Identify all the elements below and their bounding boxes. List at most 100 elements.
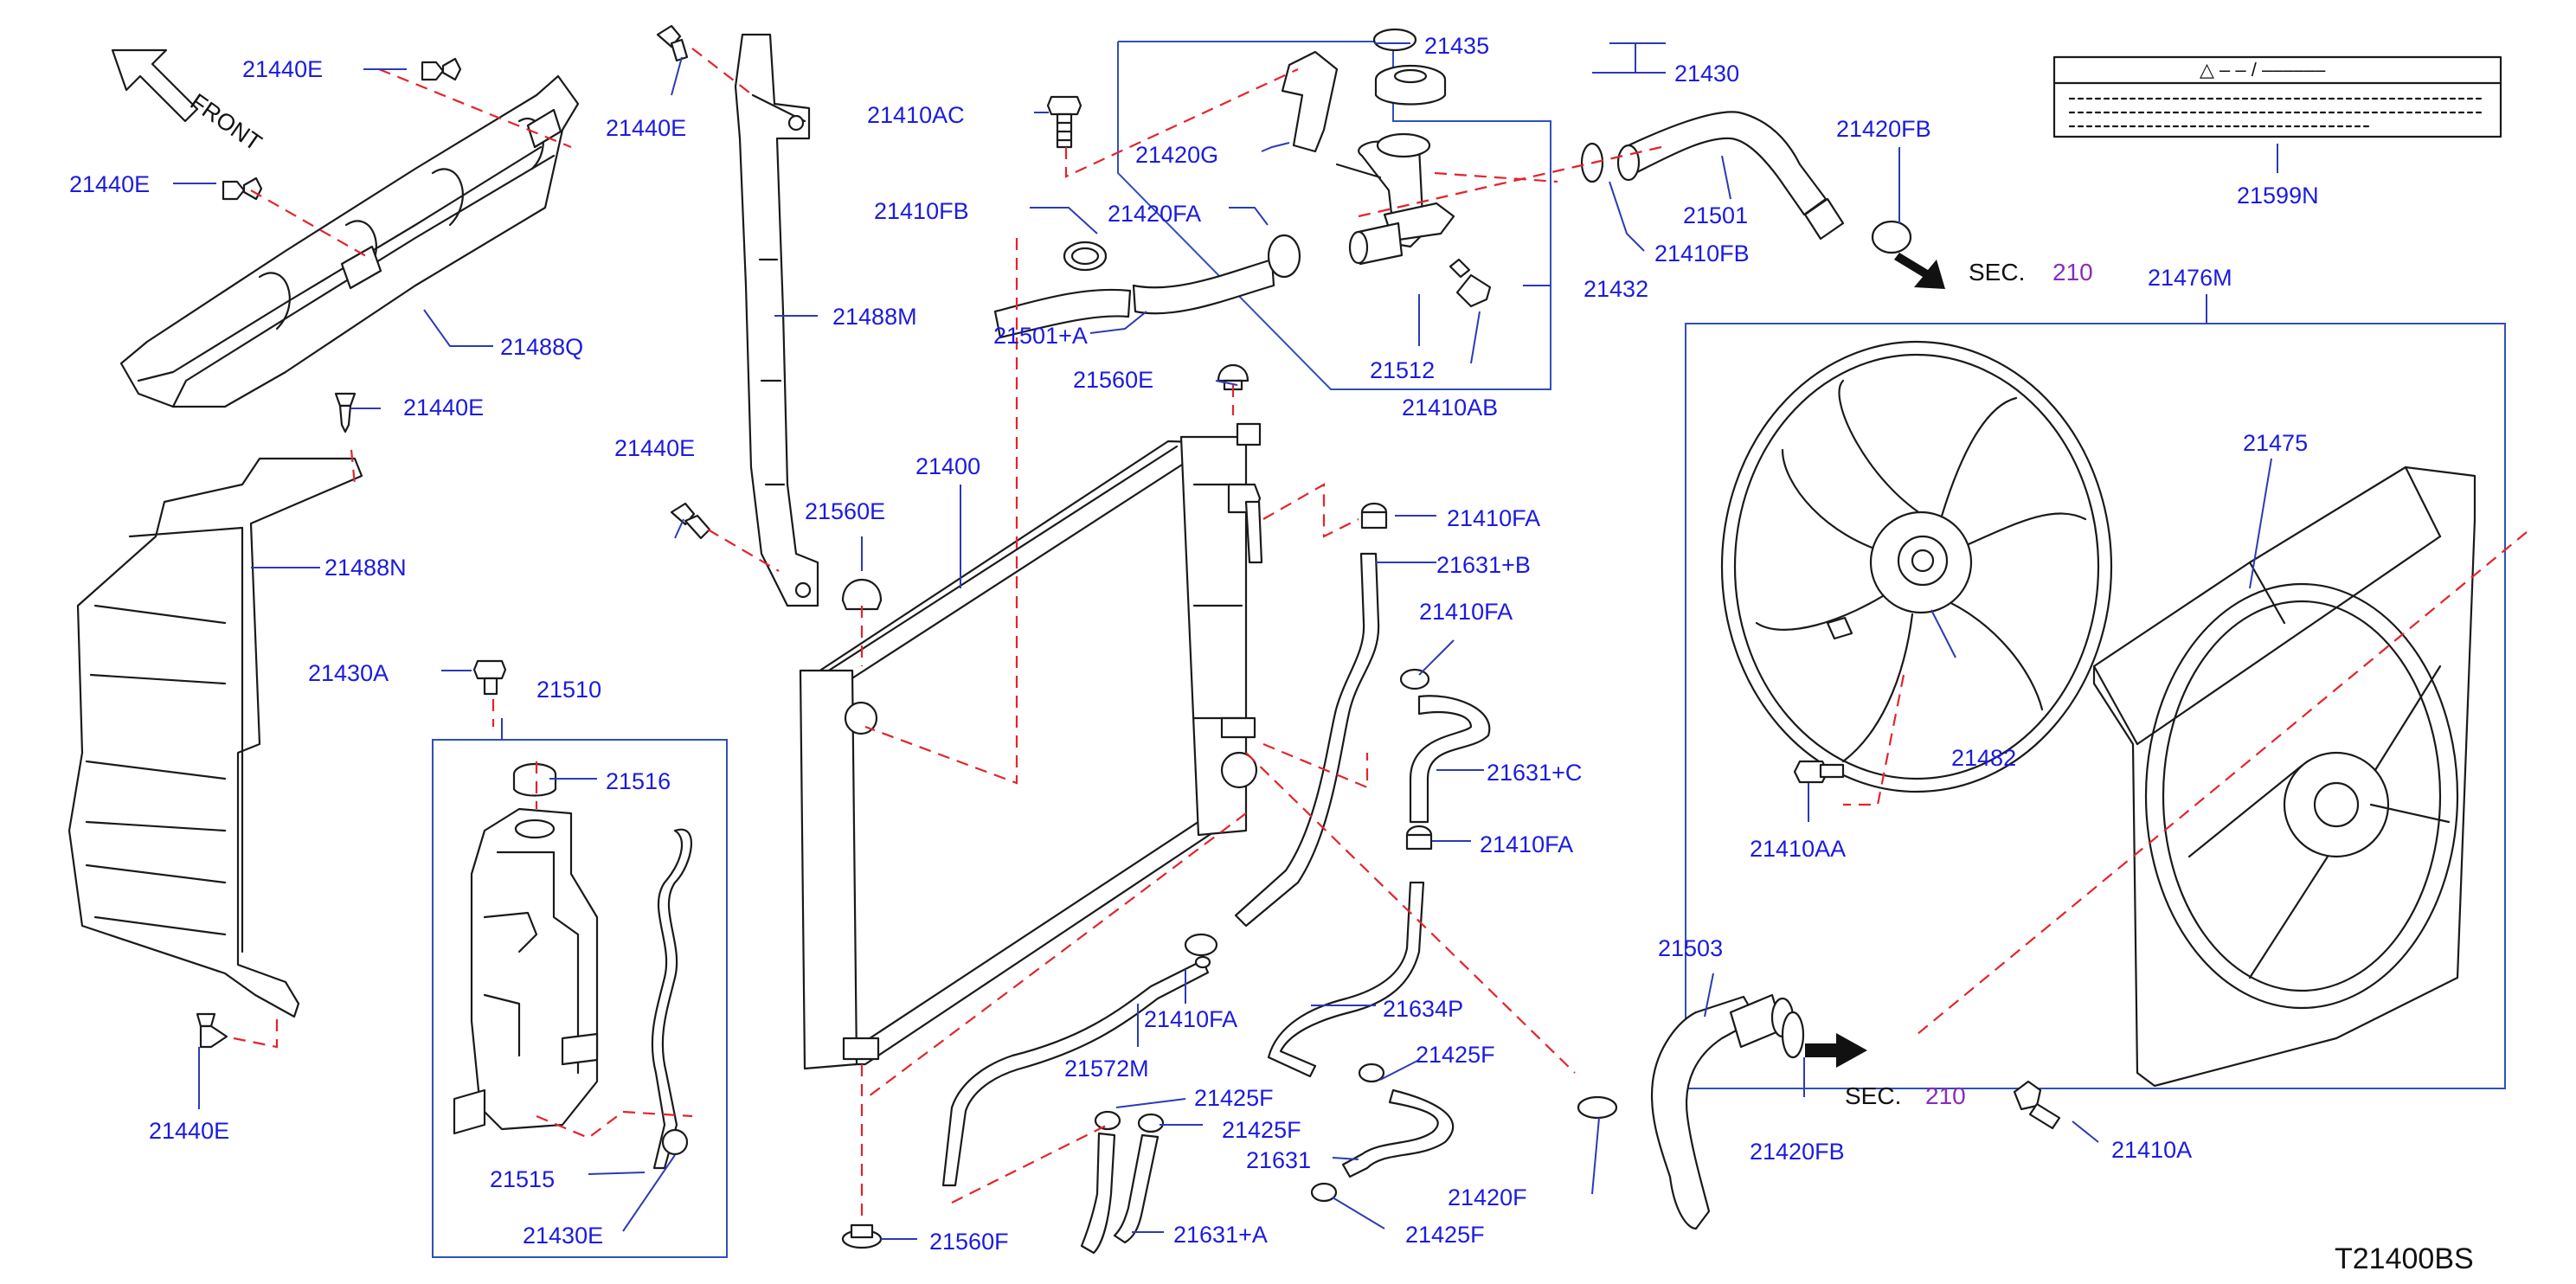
hose-21631b: [1234, 552, 1380, 928]
reservoir-hose-21515: [651, 828, 693, 1170]
label-21572m: 21572M: [1064, 1056, 1149, 1082]
label-21430e: 21430E: [523, 1223, 603, 1249]
sec-210-arrow-upper: [1894, 253, 1945, 289]
diagram-code: T21400BS: [2335, 1242, 2474, 1275]
label-21410fa-4: 21410FA: [1144, 1006, 1237, 1032]
label-21501a: 21501+A: [993, 323, 1088, 349]
hose-21503: [1651, 993, 1795, 1230]
bolt-21410aa: [1793, 760, 1845, 784]
label-21410fb-right: 21410FB: [1654, 241, 1750, 266]
label-21400: 21400: [915, 453, 980, 479]
label-21599n: 21599N: [2237, 183, 2319, 209]
label-21560e: 21560E: [805, 498, 885, 524]
reservoir-cap-21516: [512, 762, 557, 797]
pipe-21634p: [1267, 881, 1425, 1078]
label-21488m: 21488M: [832, 304, 917, 330]
label-21475: 21475: [2243, 430, 2308, 456]
box-21476M-group: [1685, 323, 2506, 1089]
sec-210-arrow-lower: [1805, 1033, 1867, 1068]
label-21420fb-lower: 21420FB: [1750, 1139, 1845, 1165]
label-21440e-right: 21440E: [614, 435, 695, 461]
label-21420f: 21420F: [1448, 1184, 1527, 1210]
label-21488q: 21488Q: [500, 334, 583, 360]
label-21631a: 21631+A: [1173, 1222, 1268, 1248]
bolt-21410ab: [1449, 258, 1492, 308]
label-21410ab: 21410AB: [1402, 395, 1498, 421]
pipe-21572m: [941, 955, 1211, 1187]
label-21430: 21430: [1674, 61, 1739, 87]
hose-21631: [1341, 1088, 1455, 1178]
clamp-21420fa-left: [1063, 241, 1108, 272]
label-21440e-left: 21440E: [69, 171, 150, 197]
side-air-guide-drawing: [67, 457, 363, 1018]
clamp-21410fa-1: [1360, 502, 1388, 530]
label-21631: 21631: [1246, 1147, 1311, 1173]
label-21410fa-2: 21410FA: [1419, 599, 1513, 625]
label-21482: 21482: [1951, 745, 2016, 771]
gasket-21435: [1372, 28, 1417, 52]
warning-label-text: △ ‒ ‒ / ‒‒‒‒‒‒: [2200, 59, 2326, 80]
clip-21440e-3: [334, 392, 357, 433]
fan-shroud-21475-drawing: [2092, 465, 2476, 1088]
front-label: FRONT: [186, 88, 267, 156]
label-21430a: 21430A: [308, 660, 389, 686]
clip-21440e-5: [670, 502, 711, 540]
clip-21440e-4: [656, 24, 689, 62]
bolt-21430a: [472, 659, 507, 696]
hose-21631c: [1409, 695, 1491, 824]
label-21515: 21515: [490, 1166, 555, 1192]
bracket-21420g: [1281, 50, 1339, 153]
label-21631b: 21631+B: [1436, 552, 1531, 578]
part-labels: 21440E 21440E 21440E 21440E 21440E 21440…: [69, 33, 2474, 1275]
label-21560f: 21560F: [929, 1229, 1009, 1255]
clip-21440e-1: [421, 57, 462, 81]
sec-label-upper: SEC.: [1969, 259, 2025, 286]
clip-21440e-6: [196, 1012, 228, 1049]
label-21440e-bottom: 21440E: [149, 1118, 229, 1144]
hose-21501a: [993, 258, 1275, 339]
filler-neck-drawing: [1335, 132, 1455, 266]
upper-air-guide-drawing: [119, 74, 580, 408]
label-21560e-top: 21560E: [1073, 367, 1153, 393]
vertical-air-guide-drawing: [734, 33, 819, 607]
label-21425f-4: 21425F: [1405, 1222, 1485, 1248]
bolt-21410ac: [1046, 95, 1082, 149]
clip-21440e-2: [222, 177, 263, 201]
label-21432: 21432: [1584, 276, 1648, 302]
label-21516: 21516: [606, 768, 671, 794]
drain-cap-21560e: [841, 579, 883, 611]
label-21631c: 21631+C: [1487, 760, 1582, 786]
label-21410aa: 21410AA: [1750, 836, 1846, 862]
label-21435: 21435: [1424, 33, 1489, 59]
sec-number-upper: 210: [2052, 259, 2093, 286]
warning-label-21599n: [2052, 55, 2502, 138]
clamp-21420fb-upper: [1871, 220, 1912, 254]
drain-cap-21560f: [841, 1223, 883, 1249]
bolt-21410a: [2013, 1080, 2061, 1130]
clamp-21410fa-2: [1399, 668, 1430, 690]
clamp-21410fa-3: [1405, 825, 1433, 851]
label-21410ac: 21410AC: [867, 102, 965, 128]
label-21410a: 21410A: [2111, 1137, 2192, 1163]
label-21410fb-left: 21410FB: [874, 198, 969, 224]
label-21440e-upper: 21440E: [606, 115, 686, 141]
label-21440e-top: 21440E: [242, 56, 323, 82]
label-21440e-mid: 21440E: [403, 395, 484, 421]
sec-number-lower: 210: [1925, 1082, 1966, 1109]
leader-lines: [173, 42, 2278, 1240]
label-21510: 21510: [536, 677, 601, 703]
label-21410fa-1: 21410FA: [1447, 505, 1540, 531]
box-21510-group: [432, 739, 728, 1258]
label-21501: 21501: [1683, 202, 1748, 228]
clamp-21420f: [1577, 1095, 1618, 1120]
sec-label-lower: SEC.: [1845, 1082, 1901, 1109]
clamp-21420fb-lower: [1781, 1011, 1805, 1059]
label-21425f-3: 21425F: [1222, 1117, 1301, 1143]
label-21420fa: 21420FA: [1108, 201, 1201, 227]
label-21634p: 21634P: [1383, 996, 1463, 1022]
label-21512: 21512: [1370, 357, 1435, 383]
hose-21631a: [1080, 1132, 1160, 1255]
radiator-drawing: [799, 422, 1263, 1070]
